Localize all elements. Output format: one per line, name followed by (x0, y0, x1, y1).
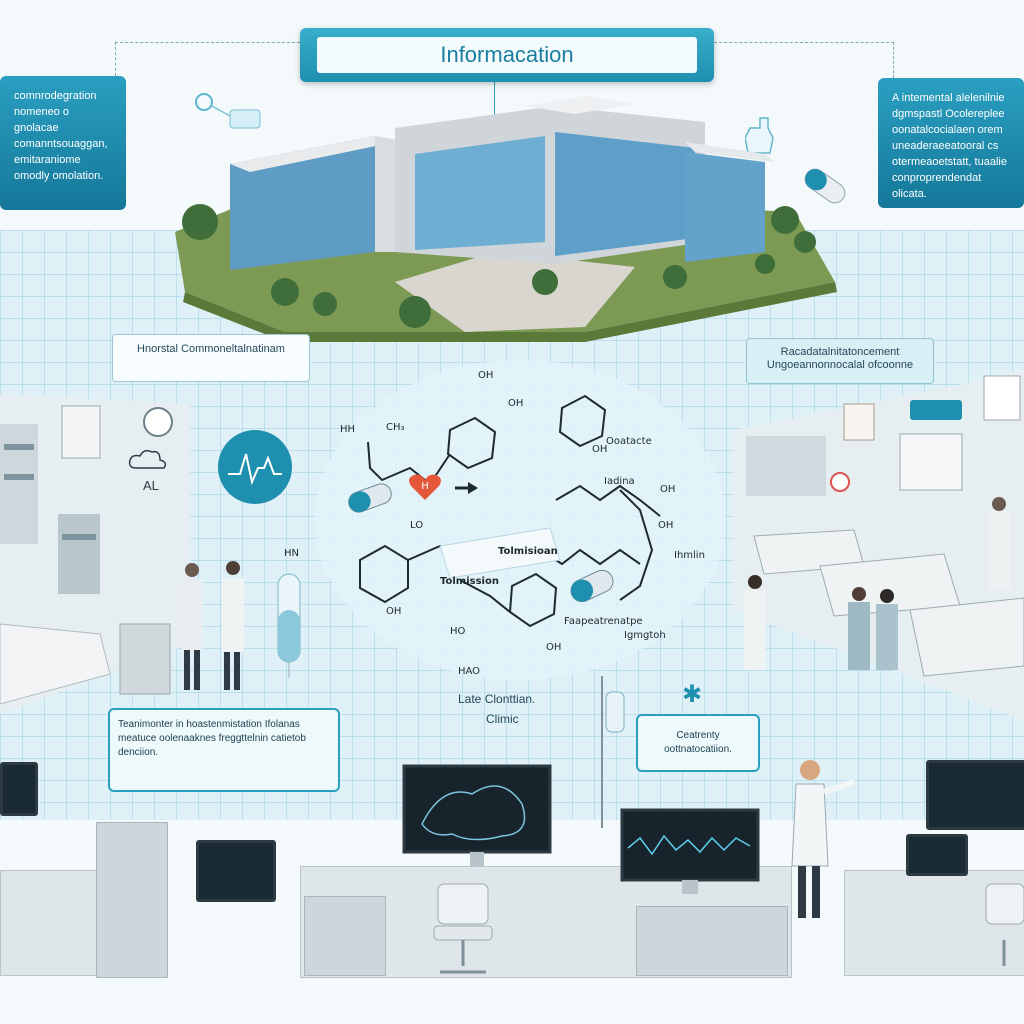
chem-label: Iadina (604, 476, 635, 487)
chem-label: OH (660, 484, 676, 495)
chem-label: HN (284, 548, 299, 559)
doctor-figure (791, 760, 855, 918)
cabinet (96, 822, 168, 978)
medical-star-icon: ✱ (682, 681, 703, 708)
monitor-left (0, 762, 38, 816)
office-chair (985, 883, 1024, 966)
chem-label: OH (658, 520, 674, 531)
left-info-panel: comnrodegration nomeneo o gnolacae coman… (0, 76, 126, 210)
chem-label: Ooatacte (606, 436, 652, 447)
iv-stand (601, 676, 625, 828)
chem-label: OH (546, 642, 562, 653)
chem-label: OH (508, 398, 524, 409)
cloud-icon (128, 449, 167, 469)
community-label-box: Hnorstal Commoneltalnatinam (112, 334, 310, 382)
left-clinic-room (0, 394, 244, 714)
svg-text:H: H (421, 481, 429, 492)
connector-line (115, 42, 116, 76)
monitor-right (926, 760, 1024, 830)
chem-label: OH (386, 606, 402, 617)
teamwork-callout-text: Teanimonter in hoastenmistation Ifolanas… (118, 719, 306, 758)
community-callout-text: Ceatrenty oottnatocatiion. (664, 730, 732, 755)
connector-line (714, 42, 894, 43)
right-top-label: Racadatalnitatoncement Ungoeannonnocalal… (766, 346, 914, 371)
monitor-waveform (620, 808, 760, 894)
monitor-center (402, 764, 552, 866)
community-label: Hnorstal Commoneltalnatinam (137, 343, 285, 355)
chem-label: HAO (458, 666, 481, 677)
test-tube-icon (277, 573, 301, 678)
ecg-icon (218, 430, 292, 504)
monitor-left-2 (196, 840, 276, 902)
connector-line (115, 42, 300, 43)
chem-label: OH (478, 370, 494, 381)
chem-label: HO (450, 626, 466, 637)
connector-line (893, 42, 894, 78)
desk-drawers (636, 906, 788, 976)
chem-label: Ihmlin (674, 550, 705, 561)
lab-caption: Climic (486, 712, 519, 726)
connector-line (494, 82, 495, 122)
chem-label: CH₃ (386, 422, 405, 433)
ai-label: AL (143, 478, 159, 493)
chem-label: OH (592, 444, 608, 455)
chem-label: Faapeatrenatpe (564, 616, 643, 627)
heart-icon: H (409, 474, 441, 500)
desk-drawers (304, 896, 386, 976)
teamwork-callout: Teanimonter in hoastenmistation Ifolanas… (108, 708, 340, 792)
community-callout: Ceatrenty oottnatocatiion. (636, 714, 760, 772)
tolmission-label: Tolmisioan (498, 546, 558, 557)
right-info-text: A intemental alelenilnie dgmspastl Ocole… (892, 92, 1007, 200)
tolmission-label: Tolmission (440, 576, 499, 587)
right-info-panel: A intemental alelenilnie dgmspastl Ocole… (878, 78, 1024, 208)
page-title: Informacation (440, 42, 574, 67)
title-banner: Informacation (300, 28, 714, 82)
molecule-diagram (315, 360, 725, 680)
left-info-text: comnrodegration nomeneo o gnolacae coman… (14, 90, 108, 182)
right-ward-room (734, 370, 1024, 720)
pill-icon (745, 117, 846, 204)
hospital-building (175, 96, 837, 342)
chem-label: HH (340, 424, 356, 435)
chem-label: Igmgtoh (624, 630, 666, 641)
office-chair (433, 883, 493, 974)
right-top-label-box: Racadatalnitatoncement Ungoeannonnocalal… (746, 338, 934, 384)
chem-label: LO (410, 520, 424, 531)
flask-icon (195, 93, 261, 129)
monitor-right-2 (906, 834, 968, 876)
lab-caption: Late Clonttian. (458, 692, 536, 706)
